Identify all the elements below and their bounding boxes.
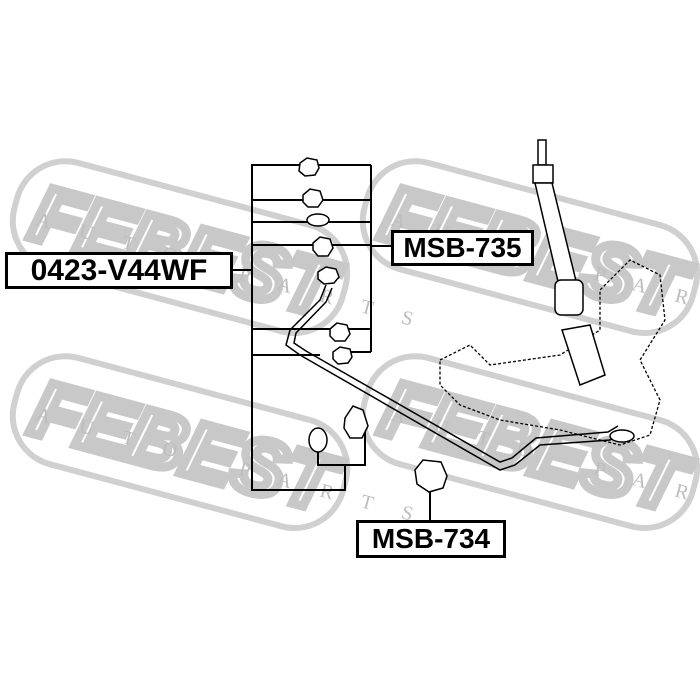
bushing-part-4 xyxy=(317,266,340,285)
watermark-layer: FEBEST FEBEST FEBEST FEBEST AUTO PARTS A… xyxy=(9,158,700,534)
msb-734-part xyxy=(414,459,448,493)
bushing-part-2 xyxy=(302,188,324,208)
part-label-0423-v44wf: 0423-V44WF xyxy=(5,252,233,289)
washer-part xyxy=(306,213,330,227)
part-number-text: MSB-734 xyxy=(371,523,491,554)
part-label-msb-734: MSB-734 xyxy=(356,520,506,558)
part-label-msb-735: MSB-735 xyxy=(391,230,534,266)
leader-lines xyxy=(232,164,431,520)
part-number-text: MSB-735 xyxy=(403,232,522,263)
suspension-assembly xyxy=(439,259,666,446)
stabilizer-bar xyxy=(285,284,621,471)
shock-absorber xyxy=(532,139,635,443)
bushing-part-3 xyxy=(312,236,334,257)
bracket-bushing-part xyxy=(343,405,369,439)
bushing-part-6 xyxy=(332,346,353,365)
part-number-text: 0423-V44WF xyxy=(30,254,208,287)
bushing-parts xyxy=(298,157,448,493)
bushing-part-5 xyxy=(329,322,351,342)
bushing-part-1 xyxy=(298,157,320,177)
round-bushing-part xyxy=(308,427,328,453)
